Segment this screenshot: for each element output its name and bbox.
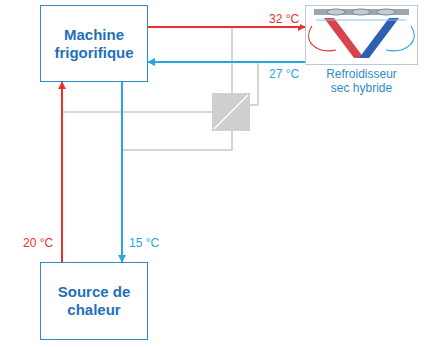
dry-cooler-picture: Refroidisseur sec hybride <box>305 5 418 65</box>
temperature-label: 32 °C <box>268 12 300 26</box>
bypass-line <box>250 62 258 105</box>
node-label: Machine frigorifique <box>49 26 139 62</box>
dry-cooler-illustration <box>306 6 417 64</box>
flow-arrow <box>121 82 123 262</box>
process-box: Source de chaleur <box>40 262 148 340</box>
bypass-line <box>122 131 232 150</box>
node-label: Refroidisseur sec hybride <box>318 67 406 95</box>
temperature-label: 27 °C <box>268 67 300 81</box>
flow-arrow <box>148 26 305 28</box>
flow-arrow <box>148 61 305 63</box>
heat-exchanger <box>212 93 250 131</box>
bypass-line <box>62 111 212 113</box>
process-box: Machine frigorifique <box>40 5 148 82</box>
flow-arrow <box>61 82 63 262</box>
node-label: Source de chaleur <box>49 283 139 319</box>
temperature-label: 15 °C <box>128 236 160 250</box>
temperature-label: 20 °C <box>22 236 54 250</box>
bypass-line <box>231 27 233 93</box>
